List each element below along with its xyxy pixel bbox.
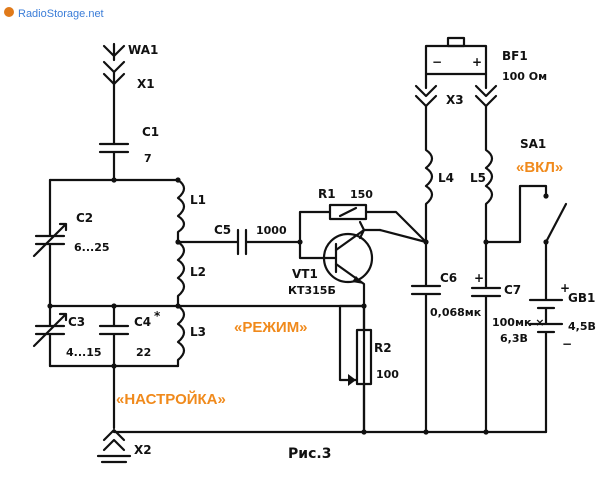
capacitor-c2: C2 6...25 <box>32 178 110 308</box>
c6-value: 0,068мк <box>430 306 482 319</box>
capacitor-c1: C1 7 <box>98 125 159 182</box>
vt1-value: КТ315Б <box>288 284 336 297</box>
c1-value: 7 <box>144 152 152 165</box>
c7-value1: 100мк × <box>492 316 544 329</box>
resistor-r2: R2 100 <box>338 304 399 434</box>
headphone-bf1: − + BF1 100 Ом X3 <box>414 36 547 108</box>
svg-text:−: − <box>562 337 572 351</box>
vt1-label: VT1 <box>292 267 318 281</box>
c7-value2: 6,3В <box>500 332 528 345</box>
x2-label: X2 <box>134 443 152 457</box>
inductor-l5: L5 <box>470 104 494 244</box>
x1-label: X1 <box>137 77 155 91</box>
l3-label: L3 <box>190 325 206 339</box>
r2-value: 100 <box>376 368 399 381</box>
svg-text:+: + <box>560 281 570 295</box>
svg-text:+: + <box>472 55 482 69</box>
l1-label: L1 <box>190 193 206 207</box>
figure-caption: Рис.3 <box>288 446 331 462</box>
wa1-label: WA1 <box>128 43 158 57</box>
capacitor-c5: C5 1000 <box>176 223 303 256</box>
c3-label: C3 <box>68 315 85 329</box>
switch-sa1: SA1 <box>484 137 568 262</box>
x3-label: X3 <box>446 93 464 107</box>
capacitor-c4: C4 * 22 <box>98 304 161 368</box>
watermark: RadioStorage.net <box>4 7 104 20</box>
watermark-text: RadioStorage.net <box>18 8 104 20</box>
svg-text:−: − <box>432 55 442 69</box>
c6-label: C6 <box>440 271 457 285</box>
c1-label: C1 <box>142 125 159 139</box>
c5-value: 1000 <box>256 224 287 237</box>
annotation-mode: «РЕЖИМ» <box>234 319 308 336</box>
bf1-value: 100 Ом <box>502 70 547 83</box>
r1-label: R1 <box>318 187 336 201</box>
c5-label: C5 <box>214 223 231 237</box>
l2-label: L2 <box>190 265 206 279</box>
c2-label: C2 <box>76 211 93 225</box>
capacitor-c3: C3 4...15 <box>32 304 102 368</box>
connector-x2: X2 <box>96 428 152 464</box>
c3-value: 4...15 <box>66 346 102 359</box>
r2-label: R2 <box>374 341 392 355</box>
transistor-vt1: VT1 КТ315Б <box>288 220 428 308</box>
inductor-l4: L4 <box>424 104 454 244</box>
watermark-logo-icon <box>4 7 14 17</box>
inductor-l1-l2-l3: L1 L2 L3 <box>175 178 206 368</box>
sa1-label: SA1 <box>520 137 546 151</box>
resistor-r1: R1 150 <box>298 187 428 244</box>
annotation-on: «ВКЛ» <box>516 159 563 176</box>
antenna-wa1: WA1 X1 <box>102 42 158 146</box>
capacitor-c7: + C7 100мк × 6,3В <box>470 240 544 434</box>
svg-text:+: + <box>474 271 484 285</box>
l5-label: L5 <box>470 171 486 185</box>
c7-label: C7 <box>504 283 521 297</box>
r1-value: 150 <box>350 188 373 201</box>
c2-value: 6...25 <box>74 241 110 254</box>
gb1-label: GB1 <box>568 291 595 305</box>
l4-label: L4 <box>438 171 454 185</box>
c4-mark: * <box>154 309 161 323</box>
c4-label: C4 <box>134 315 151 329</box>
annotation-setting: «НАСТРОЙКА» <box>116 390 226 408</box>
battery-gb1: + − GB1 4,5В <box>528 258 596 434</box>
capacitor-c6: C6 0,068мк <box>410 240 482 434</box>
gb1-value: 4,5В <box>568 320 596 333</box>
c4-value: 22 <box>136 346 151 359</box>
bf1-label: BF1 <box>502 49 528 63</box>
